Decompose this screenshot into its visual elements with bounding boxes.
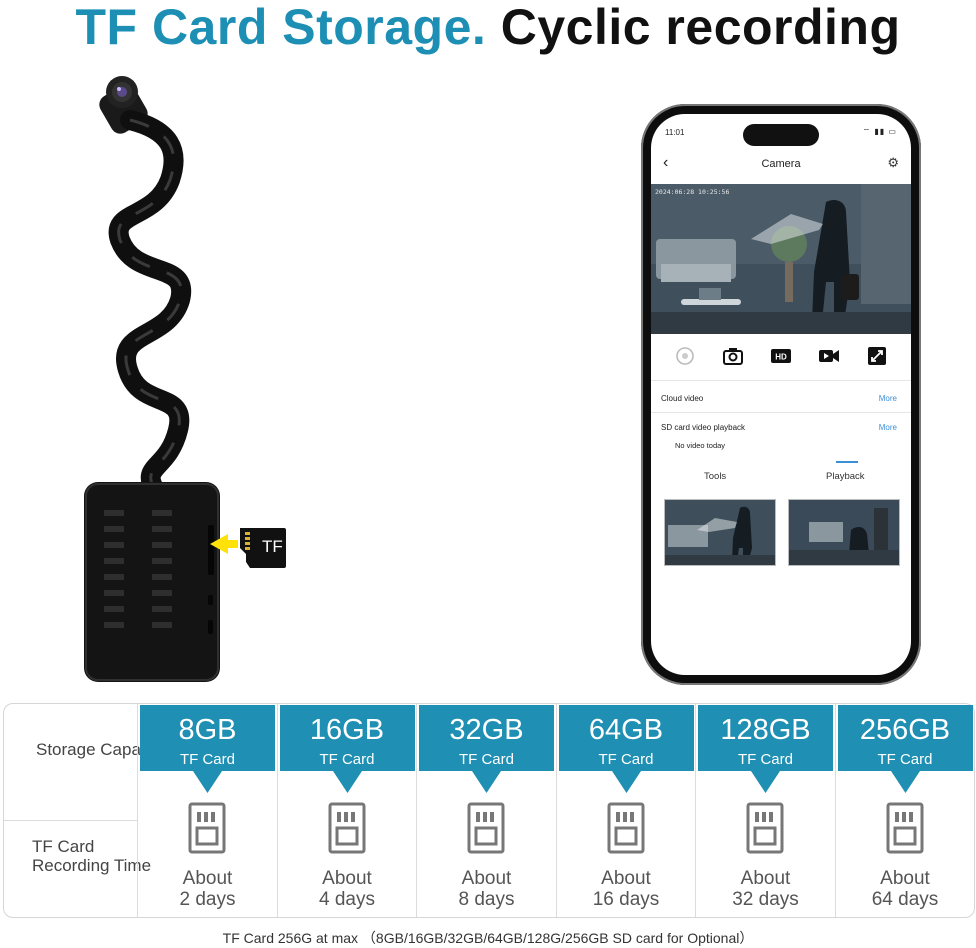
fullscreen-icon[interactable] xyxy=(865,344,889,368)
column-separator xyxy=(416,704,417,917)
capacity-size: 8GB xyxy=(178,714,237,746)
thumbnail-image xyxy=(665,500,775,565)
snapshot-camera-icon[interactable] xyxy=(721,344,745,368)
sd-card-icon xyxy=(328,802,365,854)
recording-time-about: About xyxy=(740,868,791,889)
capacity-banner xyxy=(698,705,833,793)
tf-card-icon xyxy=(240,528,286,568)
recording-time-days: 64 days xyxy=(871,889,939,910)
column-separator xyxy=(834,704,836,917)
recording-time-days: 16 days xyxy=(592,889,660,910)
tab-tools[interactable]: Tools xyxy=(704,471,727,482)
capacity-size: 256GB xyxy=(859,714,951,746)
camera-device-illustration xyxy=(84,76,286,682)
playback-thumbnail[interactable] xyxy=(788,499,900,566)
recording-time-days: 4 days xyxy=(319,889,375,910)
sd-card-icon xyxy=(467,802,505,854)
column-separator xyxy=(555,704,557,917)
camera-lens xyxy=(99,76,148,134)
hd-label: HD xyxy=(775,353,787,362)
insert-arrow-icon xyxy=(210,534,238,554)
tab-playback[interactable]: Playback xyxy=(826,471,865,482)
capacity-card-type: TF Card xyxy=(179,751,235,768)
camera-controls: HD xyxy=(651,342,911,372)
status-time: 11:01 xyxy=(665,128,685,137)
sd-card-icon xyxy=(607,802,644,854)
smartphone: 11:01 ⌔ ▮▮ ▭ ‹ Camera ⚙ 2 xyxy=(641,104,921,685)
feed-scene-image xyxy=(651,184,911,334)
talk-icon[interactable] xyxy=(673,344,697,368)
capacity-card-type: TF Card xyxy=(598,751,654,768)
capacity-size: 16GB xyxy=(309,714,385,746)
footer-note: TF Card 256G at max （8GB/16GB/32GB/64GB/… xyxy=(222,930,754,946)
capacity-banner xyxy=(419,705,554,793)
capacity-size: 64GB xyxy=(588,714,664,746)
capacity-banner xyxy=(837,705,973,793)
capacity-size: 32GB xyxy=(449,714,524,746)
column-separator xyxy=(695,704,696,917)
recording-time-about: About xyxy=(322,868,372,889)
feed-timestamp: 2024:06:28 10:25:56 xyxy=(655,188,730,196)
column-separator xyxy=(137,704,138,917)
dynamic-island xyxy=(743,124,819,146)
storage-capacity-table: Storage Capacity TF Card Recording Time … xyxy=(3,703,975,918)
phone-screen: 11:01 ⌔ ▮▮ ▭ ‹ Camera ⚙ 2 xyxy=(651,114,911,675)
cloud-video-more-link[interactable]: More xyxy=(878,394,897,403)
recording-time-about: About xyxy=(880,868,930,889)
recording-time-days: 2 days xyxy=(179,889,236,910)
capacity-card-type: TF Card xyxy=(877,751,933,768)
no-video-message: No video today xyxy=(675,441,726,450)
divider xyxy=(651,412,911,413)
sd-playback-label: SD card video playback xyxy=(661,423,746,432)
headline: TF Card Storage. Cyclic recording xyxy=(0,0,976,54)
app-title: Camera xyxy=(761,158,801,170)
sd-card-icon xyxy=(746,802,784,854)
headline-part-storage: TF Card Storage. xyxy=(75,0,487,55)
record-video-icon[interactable] xyxy=(817,344,841,368)
recording-time-about: About xyxy=(601,868,651,889)
capacity-card-type: TF Card xyxy=(319,751,375,768)
row-label-recording-time: TF Card Recording Time xyxy=(32,837,152,875)
sd-card-icon xyxy=(188,802,226,854)
capacity-card-type: TF Card xyxy=(458,751,514,768)
hd-quality-icon[interactable]: HD xyxy=(769,344,793,368)
capacity-banner xyxy=(279,705,415,793)
device-body xyxy=(84,482,220,682)
recording-time-days: 8 days xyxy=(458,889,515,910)
tab-active-indicator xyxy=(836,461,858,463)
capacity-banner xyxy=(558,705,694,793)
playback-thumbnail[interactable] xyxy=(664,499,776,566)
gear-icon[interactable]: ⚙ xyxy=(887,155,899,170)
row-label-storage-capacity: Storage Capacity xyxy=(36,740,167,759)
capacity-size: 128GB xyxy=(720,714,811,746)
capacity-banner xyxy=(140,705,275,793)
recording-time-about: About xyxy=(461,868,512,889)
status-icons: ⌔ ▮▮ ▭ xyxy=(862,127,897,136)
sd-card-icon xyxy=(886,802,923,854)
row-separator xyxy=(4,820,138,821)
divider xyxy=(651,380,911,381)
capacity-card-type: TF Card xyxy=(737,751,793,768)
tf-card-label: TF xyxy=(262,537,283,556)
thumbnail-image xyxy=(789,500,899,565)
back-chevron-icon[interactable]: ‹ xyxy=(663,154,669,171)
sd-playback-more-link[interactable]: More xyxy=(878,423,897,432)
recording-time-days: 32 days xyxy=(732,889,799,910)
recording-time-about: About xyxy=(182,868,233,889)
column-separator xyxy=(276,704,278,917)
cloud-video-label: Cloud video xyxy=(661,394,704,403)
headline-part-cyclic: Cyclic recording xyxy=(500,0,901,55)
app-navbar: ‹ Camera ⚙ xyxy=(651,152,911,176)
live-camera-feed[interactable]: 2024:06:28 10:25:56 xyxy=(651,184,911,334)
